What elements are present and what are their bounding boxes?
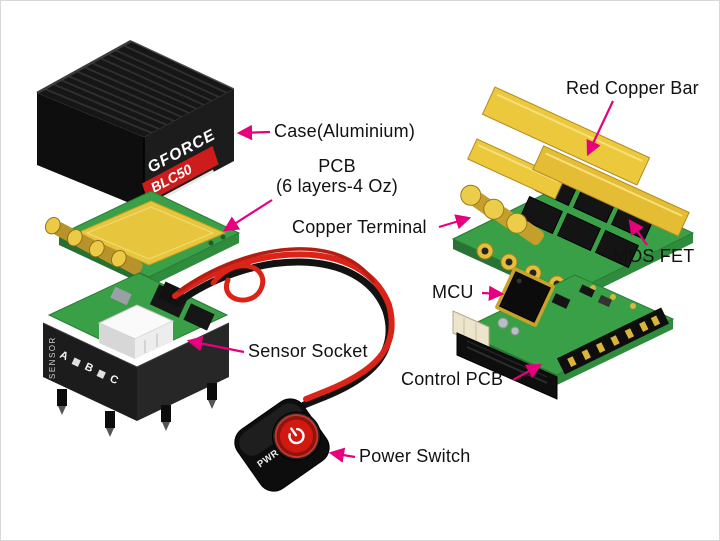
leader-control-pcb — [512, 363, 543, 381]
label-control-pcb: Control PCB — [401, 369, 503, 389]
label-copper-terminal: Copper Terminal — [292, 217, 427, 237]
leader-red-copper-bar — [586, 100, 614, 157]
copper-terminals-right — [460, 184, 545, 246]
red-copper-bars — [467, 86, 690, 237]
sensor-marking: SENSOR — [48, 336, 57, 379]
control-pcb — [452, 267, 675, 400]
side-connector — [452, 310, 490, 350]
sensor-socket — [97, 304, 175, 359]
leader-power-switch — [328, 447, 356, 463]
copper-terminals-left — [44, 217, 143, 276]
label-pcb-line1: PCB — [318, 156, 356, 176]
power-wires — [157, 247, 395, 409]
label-mcu-text: MCU — [432, 282, 474, 302]
label-sensor-socket-text: Sensor Socket — [248, 341, 368, 361]
label-control-pcb-text: Control PCB — [401, 369, 504, 389]
label-copper-terminal-text: Copper Terminal — [292, 217, 427, 237]
power-board-copper — [451, 86, 695, 303]
label-case: Case(Aluminium) — [274, 121, 415, 141]
label-sensor-socket: Sensor Socket — [248, 341, 368, 361]
label-case-text: Case(Aluminium) — [274, 121, 416, 141]
sensor-board-assembly: SENSOR A B C — [42, 272, 230, 437]
power-icon — [288, 427, 305, 445]
label-red-copper-bar-text: Red Copper Bar — [566, 78, 699, 98]
main-pcb-6layer — [44, 190, 241, 287]
label-pcb-line2: (6 layers-4 Oz) — [275, 176, 399, 196]
leader-case — [236, 124, 271, 141]
label-mcu: MCU — [432, 282, 474, 302]
label-mos-fet-text: MOS FET — [613, 246, 695, 266]
leader-mos-fet — [628, 219, 648, 246]
power-switch: PWR — [234, 398, 330, 492]
mcu-chip — [495, 267, 555, 327]
leader-sensor-socket — [186, 336, 245, 354]
label-red-copper-bar: Red Copper Bar — [566, 78, 699, 98]
leader-mcu — [481, 285, 505, 302]
leader-copper-terminal — [438, 214, 472, 230]
label-mos-fet: MOS FET — [613, 246, 694, 266]
label-power-switch: Power Switch — [359, 446, 470, 466]
case-aluminium: GFORCE BLC50 — [36, 39, 235, 209]
label-pcb: PCB (6 layers-4 Oz) — [262, 156, 412, 196]
leader-lines — [186, 100, 648, 463]
leader-pcb — [223, 199, 273, 232]
label-power-switch-text: Power Switch — [359, 446, 471, 466]
mounting-feet — [57, 383, 217, 437]
pin-header — [556, 307, 670, 375]
